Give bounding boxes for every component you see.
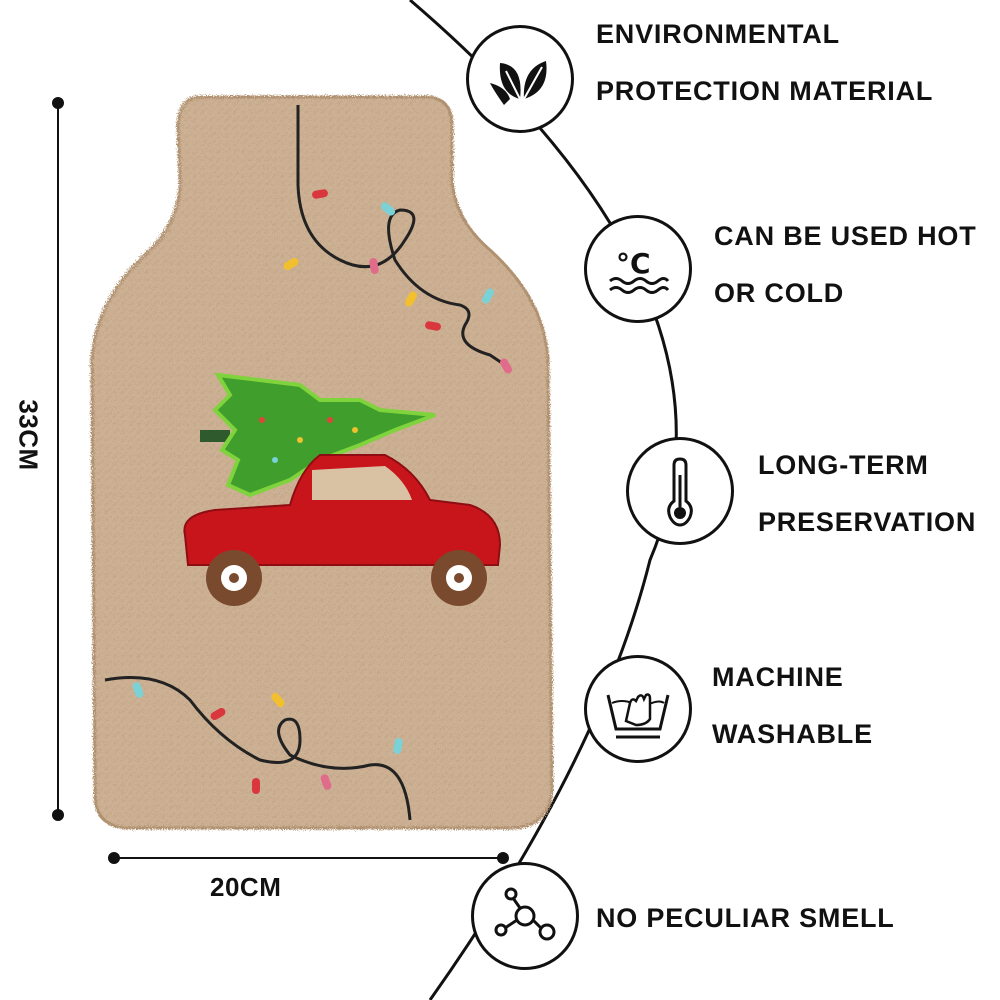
svg-text:°C: °C <box>616 247 651 280</box>
feature-line: WASHABLE <box>712 719 873 749</box>
feature-no-smell: NO PECULIAR SMELL <box>596 890 895 947</box>
bulbs-top <box>283 189 512 374</box>
width-label: 20CM <box>210 872 282 902</box>
feature-line: PRESERVATION <box>758 507 977 537</box>
feature-line: CAN BE USED HOT <box>714 221 977 251</box>
string-lights-top <box>296 105 506 367</box>
hand-wash-icon <box>584 655 692 763</box>
string-lights-bottom <box>104 676 412 821</box>
feature-line: PROTECTION MATERIAL <box>596 76 934 106</box>
feature-environmental: ENVIRONMENTAL PROTECTION MATERIAL <box>596 6 933 120</box>
divider-arc <box>409 0 678 1000</box>
feature-line: NO PECULIAR SMELL <box>596 903 895 933</box>
thermometer-icon <box>626 437 734 545</box>
feature-line: MACHINE <box>712 662 844 692</box>
molecule-icon <box>471 862 579 970</box>
hot-cold-icon: °C <box>584 215 692 323</box>
height-label: 33CM <box>13 399 44 471</box>
width-dimension-line <box>108 852 509 864</box>
leaves-icon <box>466 25 574 133</box>
feature-line: LONG-TERM <box>758 450 929 480</box>
feature-line: ENVIRONMENTAL <box>596 19 840 49</box>
feature-long-term: LONG-TERM PRESERVATION <box>758 437 976 551</box>
feature-hot-cold: CAN BE USED HOT OR COLD <box>714 208 977 322</box>
feature-line: OR COLD <box>714 278 845 308</box>
height-dimension-line <box>52 97 64 821</box>
red-car-patch <box>183 454 502 606</box>
bulbs-bottom <box>132 682 403 794</box>
feature-washable: MACHINE WASHABLE <box>712 649 873 763</box>
